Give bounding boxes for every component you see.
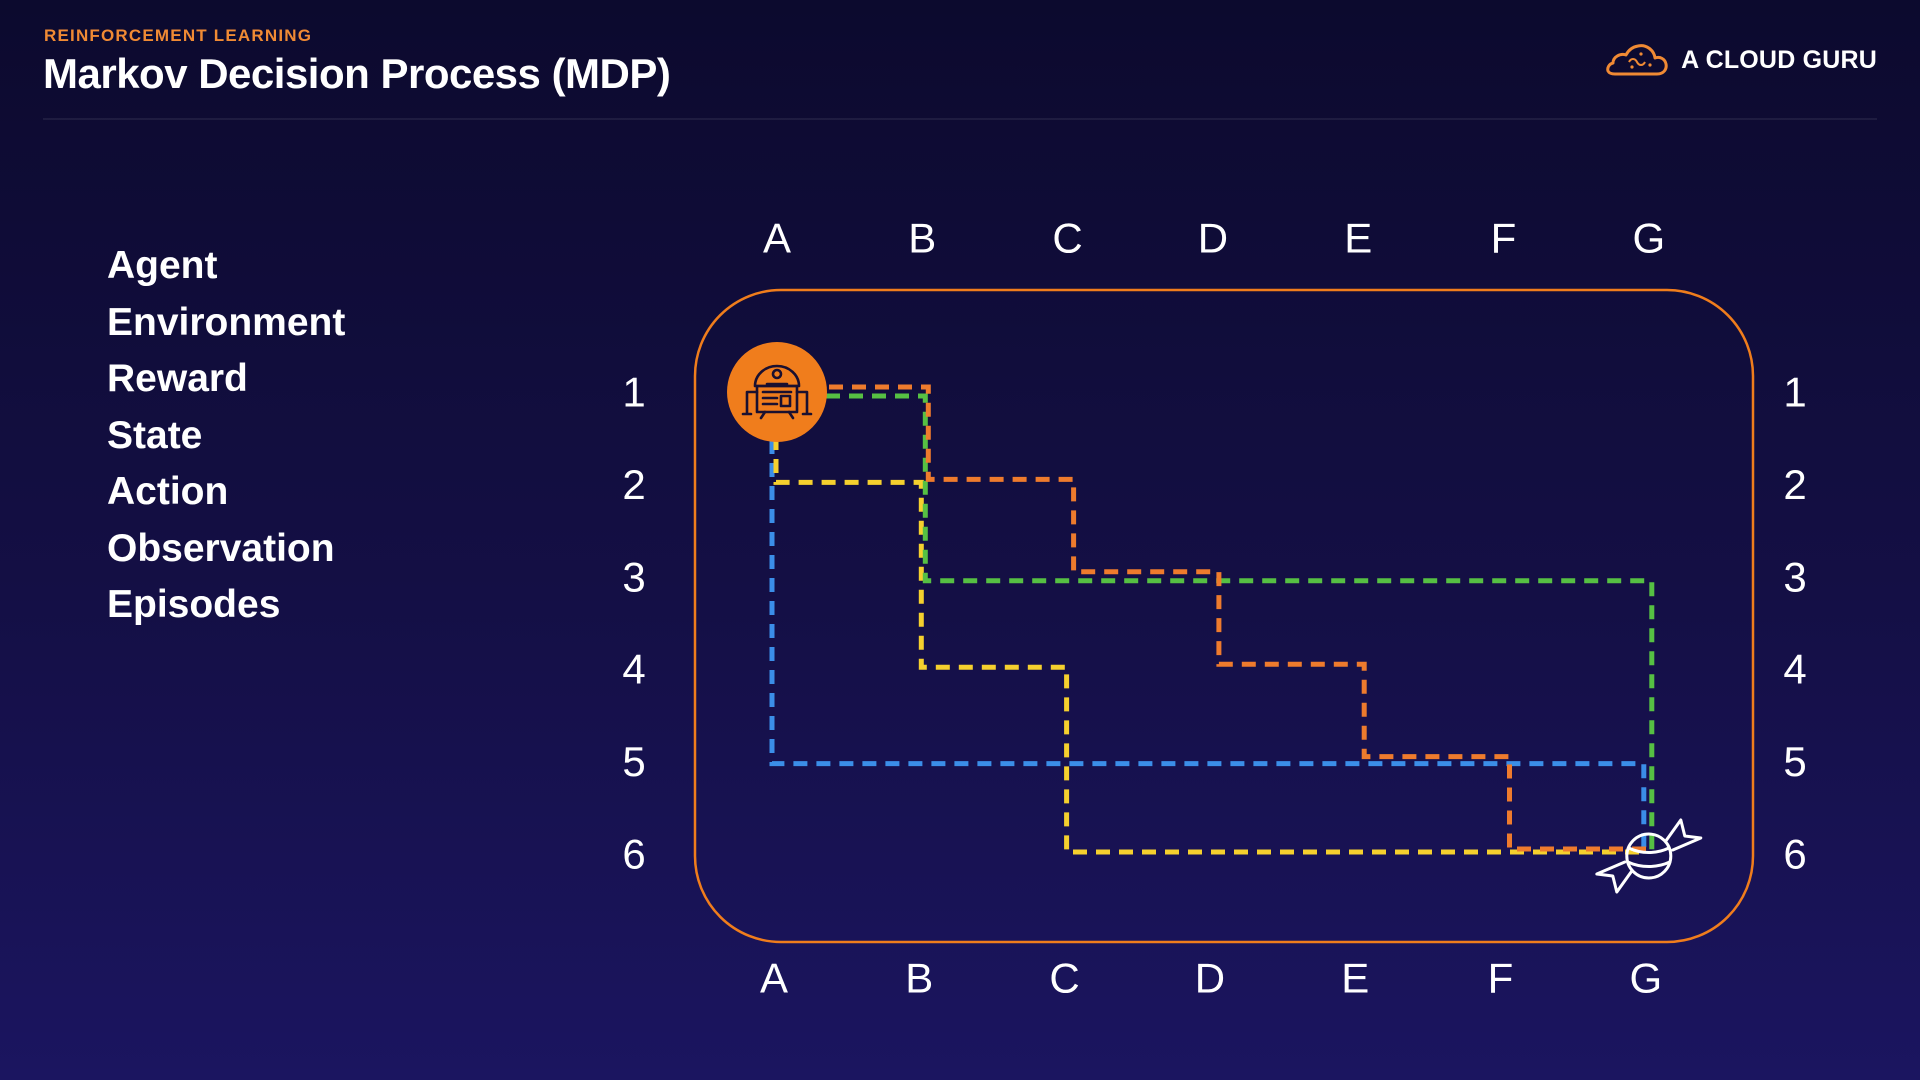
page-title: Markov Decision Process (MDP) xyxy=(43,50,671,97)
row-label: 1 xyxy=(1783,369,1806,416)
row-label: 5 xyxy=(622,738,645,785)
column-label: E xyxy=(1344,215,1372,262)
row-labels-right: 1 2 3 4 5 6 xyxy=(1783,369,1806,878)
row-labels-left: 1 2 3 4 5 6 xyxy=(622,369,645,878)
column-label: C xyxy=(1049,955,1079,1002)
episode-path xyxy=(780,393,1655,858)
episode-path xyxy=(769,394,1647,856)
episode-paths xyxy=(769,384,1655,858)
row-label: 1 xyxy=(622,369,645,416)
environment-border xyxy=(693,288,1755,944)
row-label: 6 xyxy=(1783,831,1806,878)
column-label: A xyxy=(763,215,791,262)
term-item: Agent xyxy=(107,244,218,287)
brand-logo: A CLOUD GURU xyxy=(1605,40,1877,80)
cloud-icon xyxy=(1606,44,1668,76)
column-label: B xyxy=(905,955,933,1002)
term-item: Reward xyxy=(107,357,248,400)
column-label: F xyxy=(1488,955,1514,1002)
row-label: 3 xyxy=(622,553,645,600)
term-item: State xyxy=(107,413,203,457)
row-label: 4 xyxy=(622,646,645,693)
column-label: G xyxy=(1632,215,1665,262)
episode-path xyxy=(773,390,1648,855)
header-divider xyxy=(43,118,1877,120)
column-label: C xyxy=(1052,215,1082,262)
column-label: D xyxy=(1195,955,1225,1002)
column-label: G xyxy=(1629,955,1662,1002)
column-label: A xyxy=(760,955,788,1002)
row-label: 2 xyxy=(622,461,645,508)
term-item: Observation xyxy=(107,526,335,570)
term-list: Agent Environment Reward State Action Ob… xyxy=(107,238,345,634)
candy-icon xyxy=(1595,818,1703,894)
row-label: 4 xyxy=(1783,646,1806,693)
column-labels-bottom: A B C D E F G xyxy=(760,955,1662,1002)
term-item: Episodes xyxy=(107,583,281,626)
row-label: 2 xyxy=(1783,461,1806,508)
column-labels-top: A B C D E F G xyxy=(763,215,1665,262)
term-item: Action xyxy=(107,470,229,513)
column-label: B xyxy=(908,215,936,262)
column-label: E xyxy=(1341,955,1369,1002)
column-label: F xyxy=(1491,215,1517,262)
agent-marker xyxy=(727,342,827,442)
row-label: 6 xyxy=(622,831,645,878)
robot-icon xyxy=(741,364,813,420)
row-label: 5 xyxy=(1783,738,1806,785)
brand-name: A CLOUD GURU xyxy=(1681,45,1877,74)
episode-path xyxy=(783,384,1655,852)
row-label: 3 xyxy=(1783,553,1806,600)
term-item: Environment xyxy=(107,300,346,344)
column-label: D xyxy=(1198,215,1228,262)
section-kicker: REINFORCEMENT LEARNING xyxy=(44,26,313,45)
